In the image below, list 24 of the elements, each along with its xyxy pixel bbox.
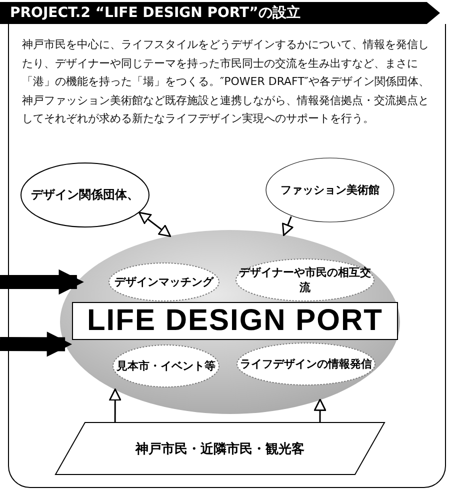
arrow [0,332,72,357]
arrow [314,398,326,422]
title-banner: PROJECT.2 “LIFE DESIGN PORT”の設立 [0,2,440,24]
node-label: ファッション美術館 [280,182,380,198]
ellipse-node [235,258,375,302]
node-label: デザイン関係団体、 [31,186,139,204]
arrow [138,212,172,238]
ellipse-node [236,342,376,386]
arrow [109,388,122,422]
disk-node [60,230,400,414]
title-frame: LIFE DESIGN PORT [72,302,398,340]
description-paragraph: 神戸市民を中心に、ライフスタイルをどうデザインするかについて、情報を発信したり、デザイナーや同じテーマを持った市民同士の交流を生み出すなど、まさに「港」の機能を持った「場」をつくる。″POWER DRAFT″や各デザイン関係団体、神戸ファッション美術館など既存施設と連携しながら、情報発信拠点・交流拠点としてそれぞれが求める新たなライフデザイン実現へのサポートを行う。 [22,37,431,127]
arrow [0,269,84,295]
ellipse-node [265,157,395,223]
ellipse-node [112,344,220,388]
parallelogram-node [55,422,385,475]
node-label: デザインマッチング [114,274,214,290]
ellipse-node [20,162,150,228]
node-label: 神戸市民・近隣市民・観光客 [136,440,304,458]
ellipse-node [108,262,220,302]
node-label: デザイナーや市民の相互交流 [238,265,372,295]
node-label: 見本市・イベント等 [116,358,216,374]
arrow [282,216,294,236]
node-label: ライフデザインの情報発信 [240,356,372,372]
